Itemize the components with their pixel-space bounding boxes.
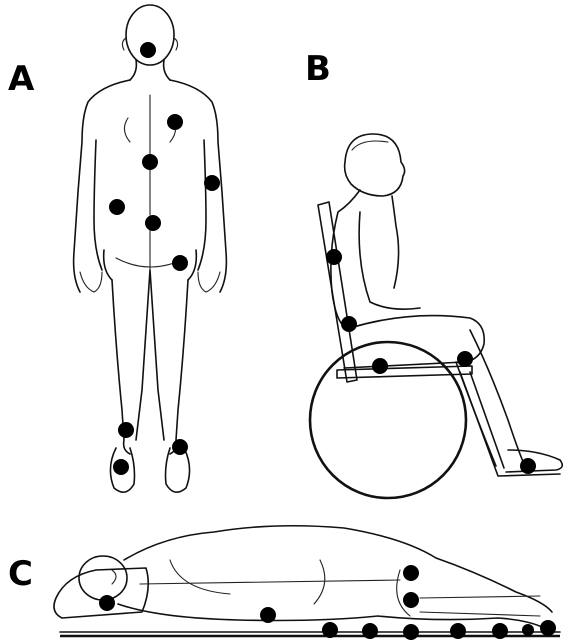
figure-c-side-lying — [54, 526, 560, 636]
pressure-point-spine — [142, 154, 158, 170]
pressure-point-scapula — [167, 114, 183, 130]
pressure-point-hip-c — [322, 622, 338, 638]
figure-b-pressure-points — [326, 249, 536, 474]
pressure-point-ischium — [372, 358, 388, 374]
pressure-point-hip — [172, 255, 188, 271]
pressure-point-ear — [99, 595, 115, 611]
pressure-point-ankle — [118, 422, 134, 438]
pressure-point-knee-c — [403, 592, 419, 608]
pressure-point-shoulder — [260, 607, 276, 623]
pressure-point-c-2 — [450, 623, 466, 639]
figure-c-pressure-points — [99, 565, 556, 640]
pressure-point-sacrum — [145, 215, 161, 231]
figure-a-pressure-points — [109, 42, 220, 475]
pressure-point-malleolus — [540, 620, 556, 636]
pressure-point-sacrum-b — [341, 316, 357, 332]
pressure-point-c-3 — [522, 624, 534, 636]
panel-label-a: A — [8, 59, 35, 99]
pressure-point-c-1 — [362, 623, 378, 639]
pressure-point-scapula-b — [326, 249, 342, 265]
pressure-point-occiput — [140, 42, 156, 58]
pressure-point-foot — [520, 458, 536, 474]
figure-b-wheelchair — [310, 134, 562, 498]
pressure-point-heel-left — [113, 459, 129, 475]
pressure-point-ankle-c — [492, 623, 508, 639]
pressure-point-greater-trochanter — [403, 565, 419, 581]
figure-a-back-view — [74, 5, 227, 492]
pressure-point-knee-c2 — [403, 624, 419, 640]
panel-label-c: C — [8, 554, 33, 594]
pressure-point-heel-right — [172, 439, 188, 455]
pressure-point-knee — [457, 351, 473, 367]
pressure-point-lower-back — [109, 199, 125, 215]
panel-label-b: B — [305, 49, 331, 89]
pressure-point-elbow — [204, 175, 220, 191]
